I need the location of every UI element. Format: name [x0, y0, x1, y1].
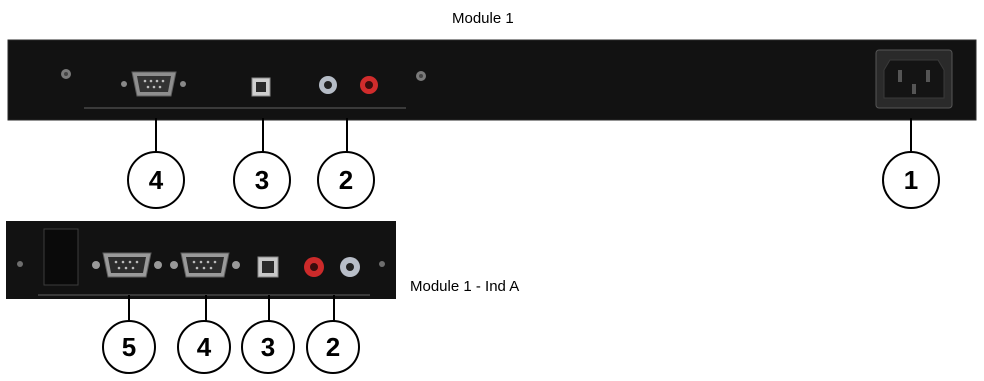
callout-line-4	[205, 295, 207, 323]
callout-line-2	[346, 118, 348, 152]
screw-icon	[17, 261, 23, 267]
callout-line-4	[155, 118, 157, 152]
callout-line-3	[268, 295, 270, 323]
screw-icon	[379, 261, 385, 267]
blank-cutout-icon	[43, 228, 79, 286]
usb-port-icon	[257, 256, 279, 278]
serial-port-icon	[121, 71, 186, 97]
power-inlet-icon	[875, 49, 953, 109]
module-1-ind-a-rear-panel	[6, 221, 396, 299]
callout-4: 4	[127, 151, 185, 209]
callout-3: 3	[233, 151, 291, 209]
serial-port-4-icon	[170, 252, 240, 278]
callout-line-5	[128, 295, 130, 323]
rca-jack-white-icon	[340, 257, 360, 277]
serial-port-5-icon	[92, 252, 162, 278]
rca-jack-red-icon	[304, 257, 324, 277]
callout-line-3	[262, 118, 264, 152]
callout-line-1	[910, 118, 912, 152]
screw-icon	[416, 71, 426, 81]
callout-line-2	[333, 295, 335, 323]
module-1-title: Module 1	[452, 10, 514, 27]
callout-2: 2	[317, 151, 375, 209]
callout-4: 4	[177, 320, 231, 374]
module-1-ind-a-title: Module 1 - Ind A	[410, 278, 520, 295]
rca-jack-red-icon	[360, 76, 378, 94]
callout-2: 2	[306, 320, 360, 374]
usb-port-icon	[251, 77, 271, 97]
screw-icon	[61, 69, 71, 79]
callout-1: 1	[882, 151, 940, 209]
callout-3: 3	[241, 320, 295, 374]
module-1-rear-panel	[7, 39, 977, 121]
callout-5: 5	[102, 320, 156, 374]
rca-jack-white-icon	[319, 76, 337, 94]
